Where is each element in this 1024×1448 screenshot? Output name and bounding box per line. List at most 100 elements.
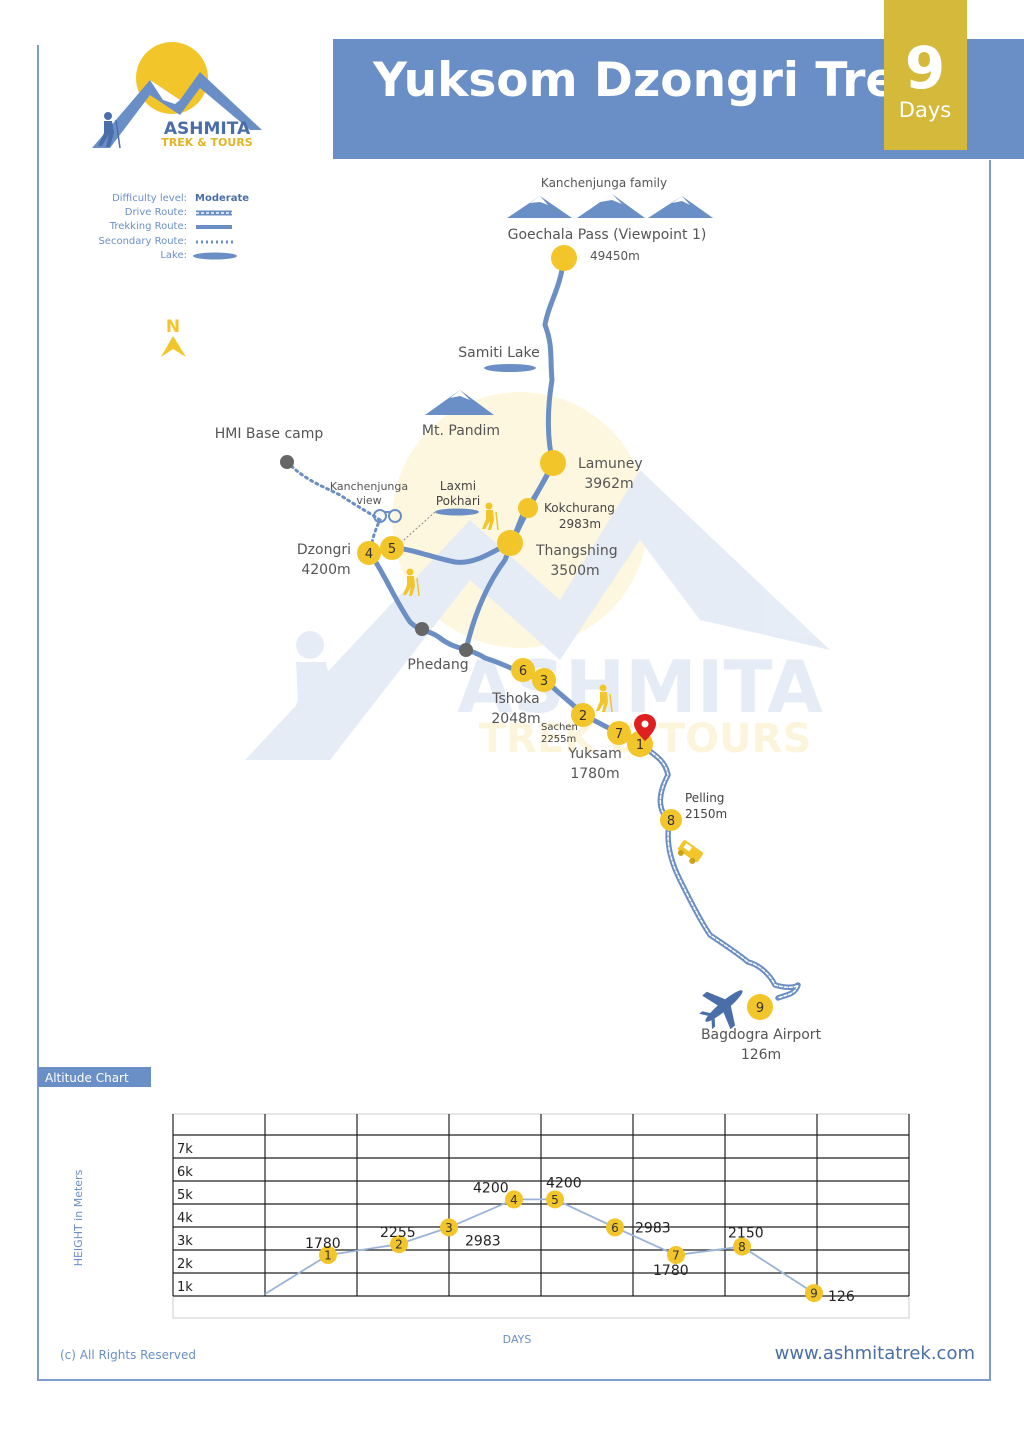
chart-point-8 xyxy=(733,1237,751,1256)
day-marker-8: 8 xyxy=(667,814,675,829)
hiker-logo-icon xyxy=(98,112,121,149)
label-mt-pandim: Mt. Pandim xyxy=(422,423,500,439)
label-yuksam-alt: 1780m xyxy=(570,766,619,782)
chart-point-day: 2 xyxy=(395,1238,403,1252)
chart-value-label: 4200 xyxy=(546,1175,582,1191)
chart-value-label: 2255 xyxy=(380,1225,416,1241)
label-goechala-alt: 49450m xyxy=(590,249,640,263)
label-goechala: Goechala Pass (Viewpoint 1) xyxy=(508,227,707,243)
kanchenjunga-mountains-icon xyxy=(507,194,713,218)
goechala-point xyxy=(551,245,577,271)
chart-value-label: 1780 xyxy=(305,1236,341,1252)
label-dzongri: Dzongri xyxy=(297,542,351,558)
days-badge xyxy=(884,0,967,150)
chart-ylabel: HEIGHT in Meters xyxy=(72,1169,85,1266)
chart-point-1 xyxy=(319,1246,337,1265)
north-arrow-icon xyxy=(161,336,186,357)
label-lamuney-alt: 3962m xyxy=(584,476,633,492)
chart-value-label: 2983 xyxy=(465,1233,501,1249)
chart-value-label: 2983 xyxy=(635,1220,671,1236)
chart-value-label: 1780 xyxy=(653,1263,689,1279)
days-number: 9 xyxy=(905,34,945,102)
label-dzongri-alt: 4200m xyxy=(301,562,350,578)
chart-point-7 xyxy=(667,1246,685,1265)
label-lamuney: Lamuney xyxy=(578,456,643,472)
kokchurang-point xyxy=(518,498,538,518)
brand-name: ASHMITA xyxy=(164,119,251,139)
label-thangshing-alt: 3500m xyxy=(550,563,599,579)
chart-point-day: 4 xyxy=(510,1193,518,1207)
day-marker-4: 4 xyxy=(365,547,373,562)
website: www.ashmitatrek.com xyxy=(775,1343,975,1364)
day-marker-5: 5 xyxy=(388,542,396,557)
copyright: (c) All Rights Reserved xyxy=(60,1348,196,1362)
label-bagdogra-alt: 126m xyxy=(741,1047,781,1063)
phedang-junction-2 xyxy=(459,643,473,657)
label-kokchurang-alt: 2983m xyxy=(559,517,601,531)
brand-tagline: TREK & TOURS xyxy=(161,136,253,149)
hiker-icon xyxy=(482,502,499,531)
chart-point-day: 7 xyxy=(672,1249,680,1263)
label-kokchurang: Kokchurang xyxy=(544,501,615,515)
brand-logo: ASHMITA TREK & TOURS xyxy=(92,42,262,149)
samiti-lake xyxy=(484,364,536,372)
chart-point-2 xyxy=(390,1235,408,1254)
label-bagdogra: Bagdogra Airport xyxy=(701,1027,822,1043)
page-frame xyxy=(37,45,991,1381)
label-sachen-alt: 2255m xyxy=(541,734,576,745)
chart-point-day: 3 xyxy=(445,1221,453,1235)
label-yuksam: Yuksam xyxy=(567,746,621,762)
location-pin-icon xyxy=(634,714,656,741)
chart-value-label: 4200 xyxy=(473,1180,509,1196)
day-marker-1: 1 xyxy=(636,738,644,753)
chart-y-tick: 2k xyxy=(177,1257,193,1272)
legend-secondary-route: Secondary Route: xyxy=(98,236,187,247)
hmi-base-camp-point xyxy=(280,455,294,469)
binoculars-icon xyxy=(373,509,402,523)
label-kanchenjunga-family: Kanchenjunga family xyxy=(541,176,667,190)
legend-trekking-route: Trekking Route: xyxy=(109,221,187,232)
label-hmi: HMI Base camp xyxy=(215,426,324,442)
phedang-junction xyxy=(415,622,429,636)
label-tshoka: Tshoka xyxy=(491,691,539,707)
drive-route xyxy=(637,741,801,1001)
chart-y-tick: 3k xyxy=(177,1234,193,1249)
place-labels: Kanchenjunga family Goechala Pass (Viewp… xyxy=(215,176,822,1063)
altitude-chart-title: Altitude Chart xyxy=(45,1071,129,1085)
lamuney-point xyxy=(540,450,566,476)
map-legend: Difficulty level: Moderate Drive Route: … xyxy=(98,193,249,261)
label-pelling: Pelling xyxy=(685,791,724,805)
chart-y-tick: 1k xyxy=(177,1280,193,1295)
jeep-icon xyxy=(677,840,704,864)
altitude-chart-tab xyxy=(38,1067,151,1087)
day-marker-9: 9 xyxy=(756,1001,764,1016)
day-marker-6: 6 xyxy=(519,664,527,679)
chart-point-day: 5 xyxy=(551,1193,559,1207)
chart-point-day: 8 xyxy=(738,1240,746,1254)
legend-drive-route: Drive Route: xyxy=(125,207,187,218)
label-pelling-alt: 2150m xyxy=(685,807,727,821)
label-thangshing: Thangshing xyxy=(535,543,618,559)
chart-value-label: 126 xyxy=(828,1289,855,1305)
thangshing-point xyxy=(497,530,523,556)
label-kanchenjunga-view-1: Kanchenjunga xyxy=(330,480,408,493)
airplane-icon xyxy=(699,990,743,1030)
label-phedang: Phedang xyxy=(407,657,468,673)
label-sachen: Sachen xyxy=(541,722,578,733)
day-marker-7: 7 xyxy=(615,727,623,742)
chart-y-tick: 7k xyxy=(177,1142,193,1157)
legend-difficulty-label: Difficulty level: xyxy=(112,193,187,204)
hiker-icon-2 xyxy=(403,568,420,597)
mt-pandim-icon xyxy=(425,390,494,415)
north-label: N xyxy=(166,317,180,337)
chart-point-day: 6 xyxy=(611,1221,619,1235)
chart-point-day: 1 xyxy=(324,1249,332,1263)
label-samiti-lake: Samiti Lake xyxy=(458,345,539,361)
label-kanchenjunga-view-2: view xyxy=(356,494,381,507)
chart-point-3 xyxy=(440,1218,458,1237)
chart-point-day: 9 xyxy=(810,1287,818,1301)
altitude-line xyxy=(264,1198,815,1295)
chart-y-tick: 5k xyxy=(177,1188,193,1203)
